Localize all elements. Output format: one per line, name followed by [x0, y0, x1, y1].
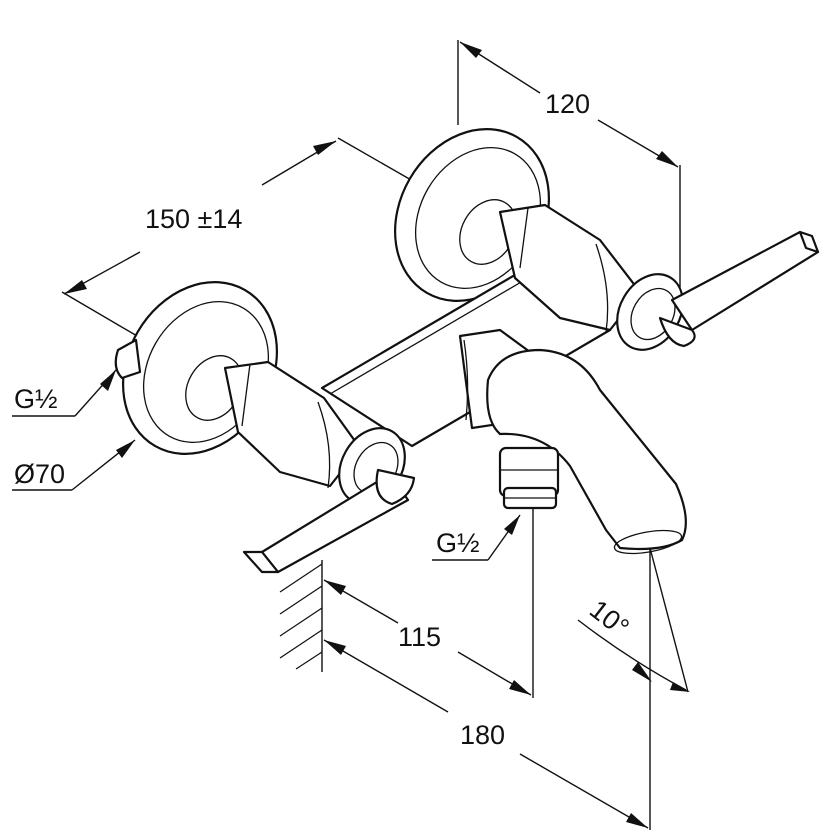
- right-lever: [670, 230, 820, 332]
- thread-left-label: G½: [14, 384, 58, 414]
- dimension-lines: [12, 40, 690, 830]
- thread-outlet-label: G½: [436, 528, 480, 558]
- dimension-150-label: 150 ±14: [145, 204, 242, 234]
- angle-label: 10°: [584, 594, 635, 643]
- dimension-120-label: 120: [545, 89, 590, 119]
- rosette-diameter-label: Ø70: [14, 459, 65, 489]
- dimension-180-label: 180: [460, 720, 505, 750]
- wall-hatching: [279, 560, 323, 672]
- spout: [486, 348, 687, 551]
- faucet-body: [114, 128, 820, 574]
- dimension-115-label: 115: [398, 622, 441, 652]
